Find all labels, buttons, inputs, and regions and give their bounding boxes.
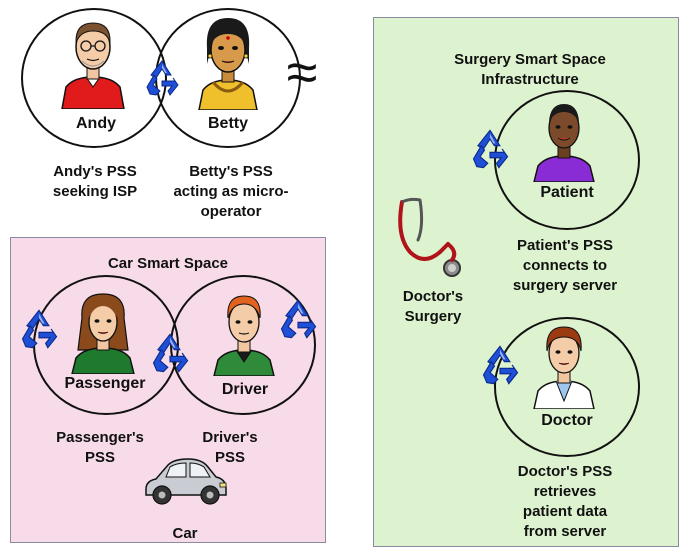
doctor-name: Doctor: [541, 412, 593, 429]
doctor-circle: [494, 317, 640, 457]
andy-caption-line: seeking ISP: [52, 183, 138, 200]
recycle-icon: [468, 127, 512, 171]
passenger-caption: Passenger's PSS: [40, 428, 160, 468]
car-label: Car: [172, 525, 198, 542]
doctors-surgery-line: Doctor's: [402, 288, 464, 305]
patient-caption-line: connects to: [522, 257, 608, 274]
recycle-icon: [478, 343, 522, 387]
betty-caption-line: operator: [200, 203, 262, 220]
passenger-caption-line: Passenger's: [56, 429, 144, 446]
doctor-caption-line: patient data: [522, 503, 608, 520]
driver-caption-line: Driver's: [202, 429, 258, 446]
patient-name: Patient: [540, 184, 594, 201]
andy-name: Andy: [76, 115, 116, 132]
surgery-title-line: Surgery Smart Space: [454, 51, 606, 68]
recycle-icon: [142, 58, 182, 98]
patient-circle: [494, 90, 640, 230]
car-space-title: Car Smart Space: [107, 255, 229, 272]
doctor-caption-line: Doctor's PSS: [517, 463, 613, 480]
betty-caption-line: Betty's PSS: [189, 163, 273, 180]
patient-caption-line: Patient's PSS: [516, 237, 614, 254]
betty-person-icon: [195, 14, 261, 110]
recycle-icon: [276, 297, 320, 341]
recycle-icon: [17, 307, 61, 351]
driver-caption: Driver's PSS: [180, 428, 280, 468]
doctor-caption-line: from server: [523, 523, 607, 540]
patient-caption: Patient's PSS connects to surgery server: [480, 236, 650, 296]
driver-name: Driver: [221, 381, 269, 398]
patient-person-icon: [532, 96, 596, 182]
surgery-title-line: Infrastructure: [481, 71, 579, 88]
passenger-person-icon: [68, 288, 138, 374]
driver-caption-line: PSS: [214, 449, 245, 466]
surgery-space-title: Surgery Smart Space Infrastructure: [420, 50, 640, 90]
approx-symbol: ≈: [286, 40, 318, 103]
driver-person-icon: [212, 288, 276, 376]
betty-caption-line: acting as micro-: [173, 183, 289, 200]
betty-caption: Betty's PSS acting as micro- operator: [160, 162, 302, 222]
car-icon: [140, 455, 230, 509]
doctors-surgery-line: Surgery: [404, 308, 462, 325]
passenger-name: Passenger: [64, 375, 146, 392]
doctor-person-icon: [532, 321, 596, 409]
doctor-caption-line: retrieves: [533, 483, 597, 500]
stethoscope-icon: [392, 196, 468, 280]
andy-caption-line: Andy's PSS: [53, 163, 137, 180]
betty-name: Betty: [207, 115, 248, 132]
passenger-caption-line: PSS: [84, 449, 115, 466]
andy-person-icon: [60, 15, 126, 109]
doctor-caption: Doctor's PSS retrieves patient data from…: [480, 462, 650, 542]
patient-caption-line: surgery server: [512, 277, 618, 294]
andy-caption: Andy's PSS seeking ISP: [30, 162, 160, 202]
doctors-surgery-label: Doctor's Surgery: [383, 287, 483, 327]
recycle-icon: [148, 331, 192, 375]
